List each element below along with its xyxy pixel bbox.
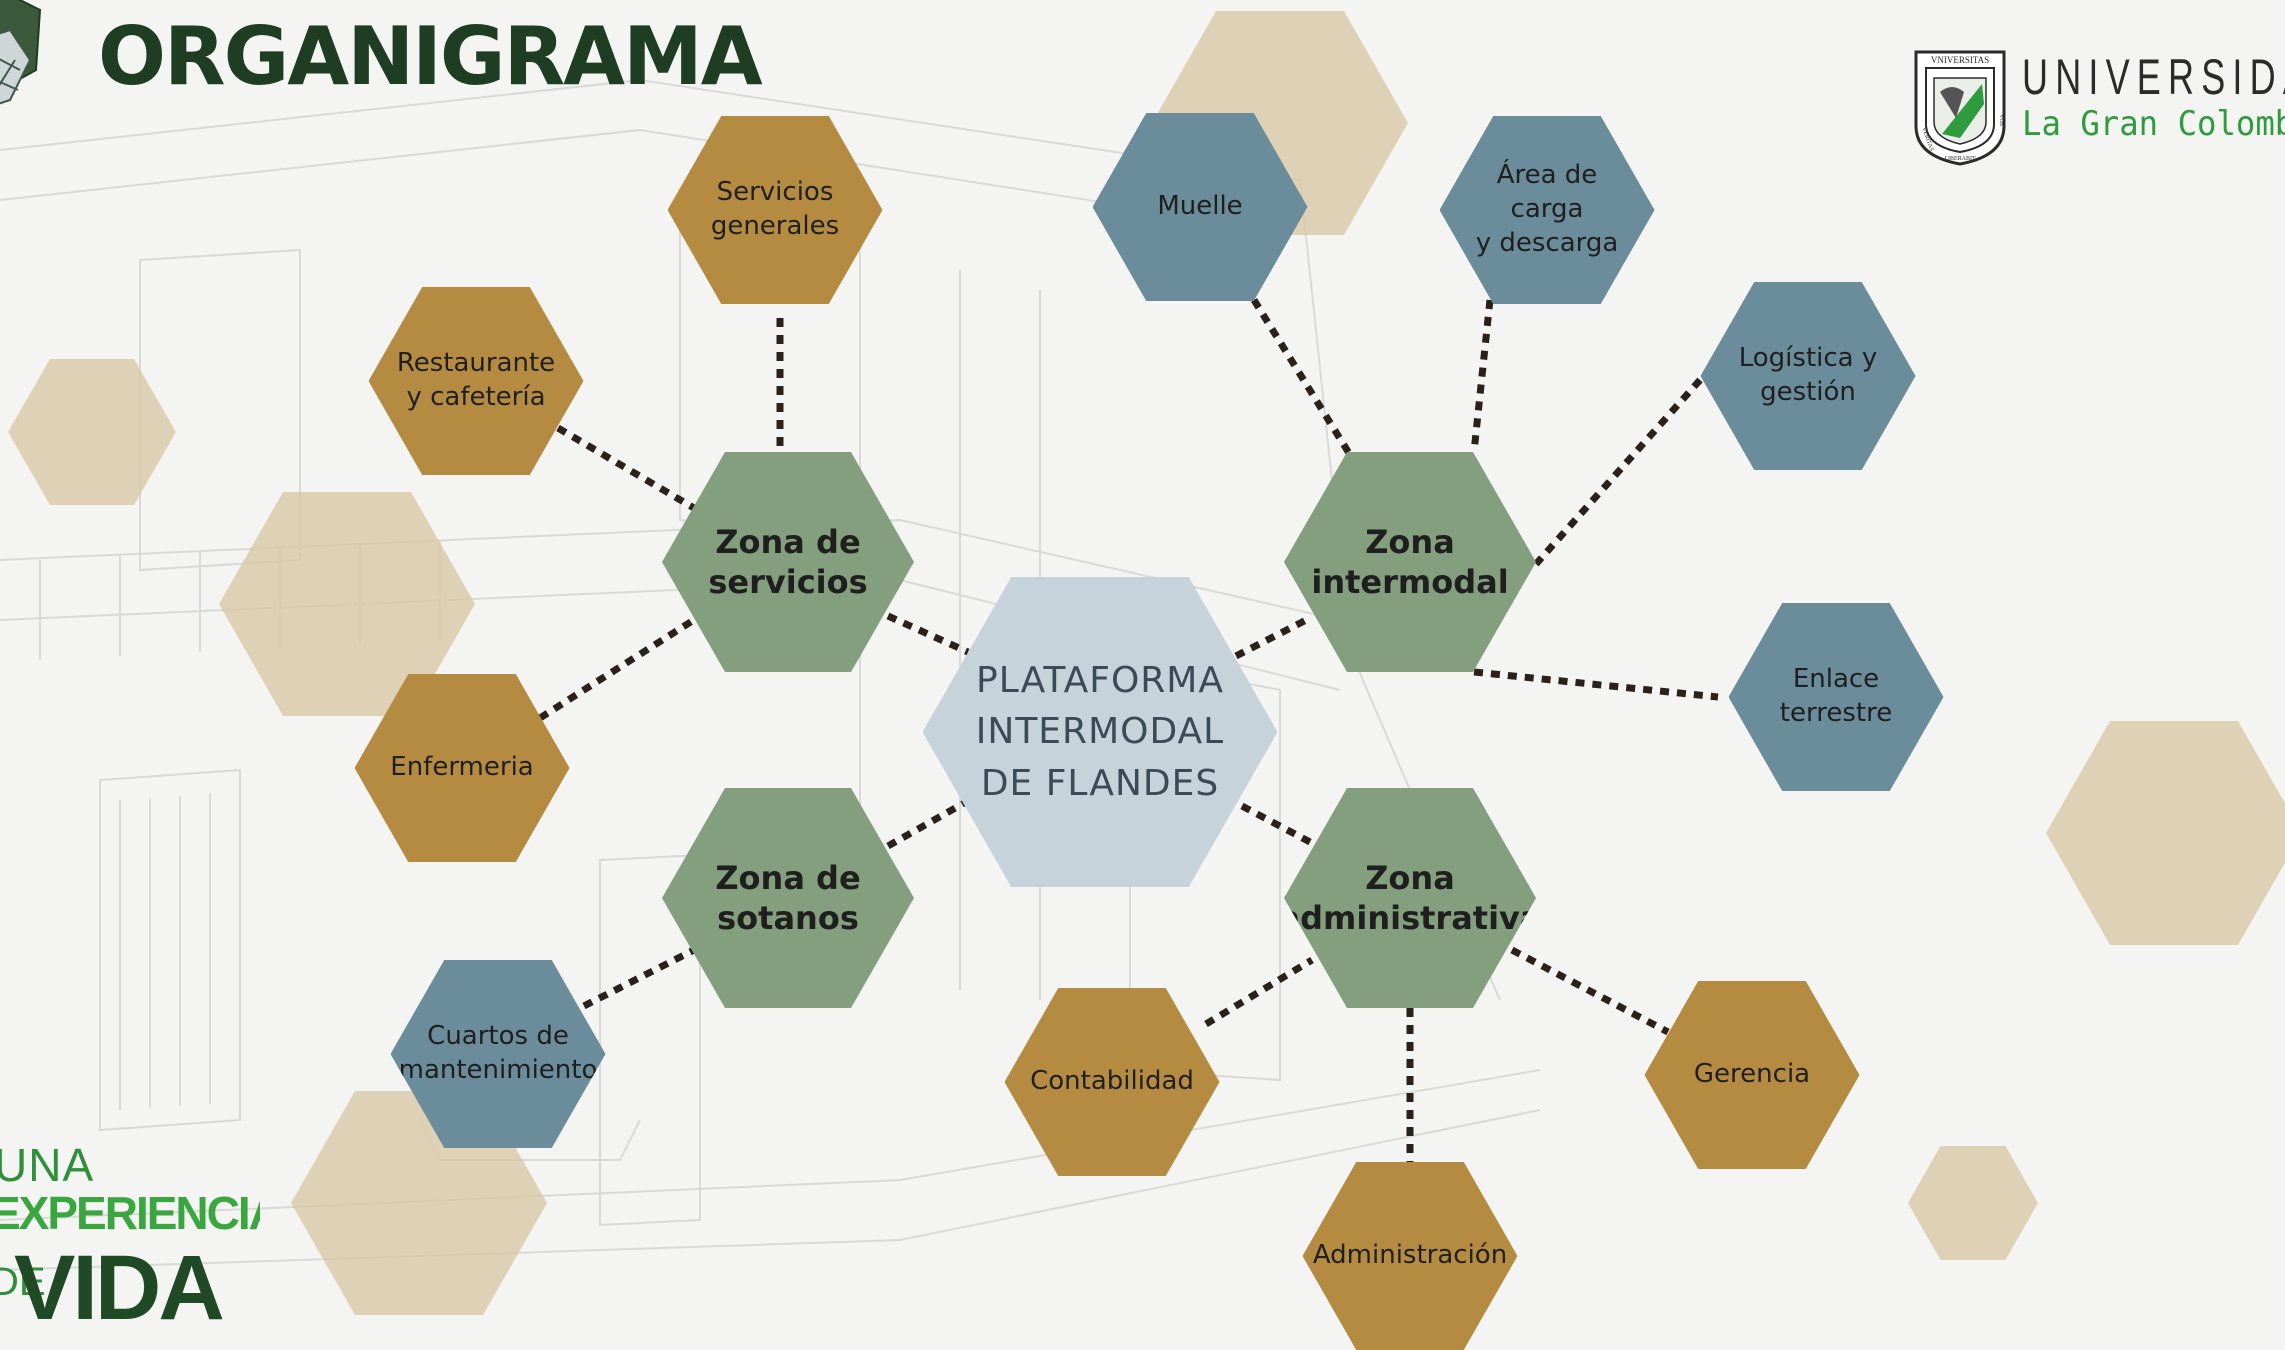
unit-node-7: Enlace terrestre [1728,603,1944,791]
zone-node-intermodal-label: Zona intermodal [1311,523,1509,601]
university-name: UNIVERSIDAD [2022,49,2285,105]
unit-node-8-label: Contabilidad [1030,1066,1194,1097]
unit-node-6-label: Logística y gestión [1738,343,1878,407]
shield-bottom-text: LIBERABIT [1944,156,1976,162]
zone-node-servicios-label: Zona de servicios [708,523,868,601]
center-node-plataforma-label: PLATAFORMA INTERMODAL DE FLANDES [975,660,1225,804]
unit-node-9-label: Gerencia [1693,1059,1811,1090]
unit-node-5: Área de carga y descarga [1439,116,1655,304]
unit-node-9: Gerencia [1644,981,1860,1169]
zone-node-servicios: Zona de servicios [662,452,914,672]
university-shield-icon: VNIVERSITAS VERITAS LIBERABIT VOS [1914,50,2006,166]
center-node-plataforma: PLATAFORMA INTERMODAL DE FLANDES [922,577,1278,887]
unit-node-4-label: Muelle [1157,191,1243,222]
unit-node-2-label: Enfermeria [390,752,534,783]
university-subtitle: La Gran Colombia [2022,104,2285,144]
unit-node-10-label: Administración [1312,1240,1508,1271]
slogan-line-2: EXPERIENCIA [0,1187,260,1239]
deco-hex-left-small [8,359,176,505]
zone-node-sotanos-label: Zona de sotanos [715,859,861,937]
slogan: UNA EXPERIENCIA DE VIDA [0,1138,260,1328]
unit-node-8: Contabilidad [1004,988,1220,1176]
zone-node-sotanos: Zona de sotanos [662,788,914,1008]
deco-hex-bottom-right [1908,1146,2038,1260]
unit-node-6: Logística y gestión [1700,282,1916,470]
unit-node-5-label: Área de carga y descarga [1475,160,1619,258]
unit-node-1-label: Restaurante y cafetería [396,348,556,412]
slogan-line-3: VIDA [14,1237,225,1328]
unit-node-0-label: Servicios generales [710,177,840,241]
shield-right-text: VOS [1998,114,2004,126]
unit-node-3-label: Cuartos de mantenimiento [398,1021,598,1085]
zone-node-administrativa: Zona administrativa [1284,788,1536,1008]
deco-hex-right [2046,721,2285,945]
logo-icon [0,0,42,105]
zone-node-intermodal: Zona intermodal [1284,452,1536,672]
shield-top-text: VNIVERSITAS [1931,55,1989,65]
zone-node-administrativa-label: Zona administrativa [1278,859,1542,937]
unit-node-0: Servicios generales [667,116,883,304]
unit-node-1: Restaurante y cafetería [368,287,584,475]
unit-node-4: Muelle [1092,113,1308,301]
page-title: ORGANIGRAMA [98,10,763,103]
slogan-de: DE [0,1260,46,1304]
unit-node-10: Administración [1302,1162,1518,1350]
slogan-line-1: UNA [0,1139,95,1191]
unit-node-7-label: Enlace terrestre [1779,664,1893,728]
